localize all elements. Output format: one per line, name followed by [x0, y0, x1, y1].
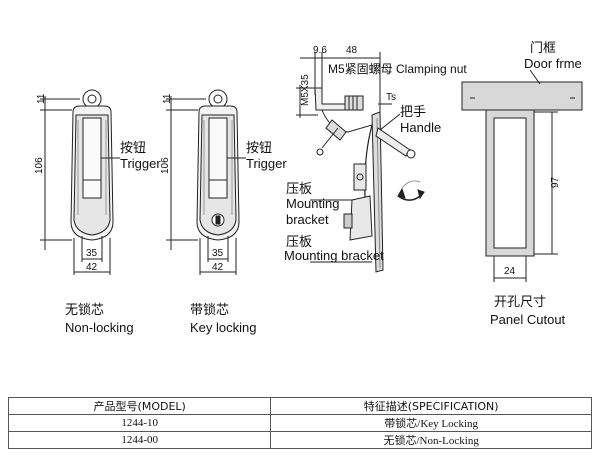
- handle: [375, 127, 411, 157]
- dim-height-106: 106: [34, 157, 45, 174]
- bracket1-label-en: Mounting: [286, 196, 339, 211]
- bracket2-label-en: Mounting bracket: [284, 248, 384, 263]
- panel-cutout-view: [461, 69, 583, 282]
- side-view: [296, 52, 425, 273]
- dim-height-106: 106: [160, 157, 171, 174]
- cutout-opening: [493, 117, 527, 249]
- mounting-bracket-1: [353, 163, 367, 191]
- trigger-label-en: Trigger: [246, 156, 287, 171]
- handle-label-cn: 把手: [400, 104, 426, 119]
- clamping-nut-label: M5紧固螺母 Clamping nut: [328, 62, 467, 76]
- door-frame: [461, 81, 583, 111]
- trigger-label-en: Trigger: [120, 156, 161, 171]
- dim-depth-48: 48: [346, 45, 358, 56]
- trigger-label-cn: 按钮: [246, 140, 272, 155]
- bracket1-label-en2: bracket: [286, 212, 329, 227]
- caption-non-locking-en: Non-locking: [65, 320, 134, 335]
- caption-key-locking-en: Key locking: [190, 320, 256, 335]
- bracket-arm: [314, 87, 346, 111]
- thread-label: M5X35: [300, 74, 311, 106]
- caption-non-locking-cn: 无锁芯: [65, 302, 104, 317]
- dim-offset-9-6: 9.6: [313, 45, 327, 56]
- header-model: 产品型号(MODEL): [7, 397, 272, 415]
- cell-model: 1244-10: [7, 414, 272, 432]
- cell-model: 1244-00: [7, 431, 272, 449]
- dim-width-42: 42: [212, 262, 224, 273]
- technical-drawing: 11 106 35 42 按钮 Trigger 无锁芯 Non-locking …: [34, 40, 583, 335]
- ts-label: Ts: [386, 92, 396, 103]
- table-header-row: 产品型号(MODEL) 特征描述(SPECIFICATION): [7, 397, 592, 415]
- header-specification: 特征描述(SPECIFICATION): [270, 397, 592, 415]
- dim-cutout-height-97: 97: [550, 176, 561, 188]
- dim-top-11: 11: [36, 93, 47, 104]
- clamping-nut: [344, 95, 364, 111]
- dim-cutout-width-24: 24: [504, 266, 516, 277]
- caption-key-locking-cn: 带锁芯: [190, 302, 229, 317]
- table-row: 1244-10 带锁芯/Key Locking: [7, 414, 592, 432]
- trigger-button: [82, 117, 102, 199]
- mounting-bracket-2: [349, 195, 373, 241]
- bracket2-label-cn: 压板: [286, 234, 312, 249]
- door-frame-label-cn: 门框: [530, 40, 556, 55]
- cutout-caption-cn: 开孔尺寸: [494, 294, 546, 309]
- hinge-eye: [208, 89, 228, 109]
- dim-inner-width-35: 35: [86, 248, 98, 259]
- specification-table: 产品型号(MODEL) 特征描述(SPECIFICATION) 1244-10 …: [7, 397, 592, 449]
- cell-specification: 无锁芯/Non-Locking: [270, 431, 592, 449]
- trigger-label-cn: 按钮: [120, 140, 146, 155]
- door-panel: [371, 111, 384, 273]
- non-locking-view: [40, 89, 120, 275]
- cell-specification: 带锁芯/Key Locking: [270, 414, 592, 432]
- dim-inner-width-35: 35: [212, 248, 224, 259]
- handle-label-en: Handle: [400, 120, 441, 135]
- trigger-button: [208, 117, 228, 199]
- dim-top-11: 11: [162, 93, 173, 104]
- bracket1-label-cn: 压板: [286, 181, 312, 196]
- dim-width-42: 42: [86, 262, 98, 273]
- cutout-caption-en: Panel Cutout: [490, 312, 566, 327]
- door-frame-label-en: Door frme: [524, 56, 582, 71]
- table-row: 1244-00 无锁芯/Non-Locking: [7, 431, 592, 449]
- hinge-eye: [82, 89, 102, 109]
- key-locking-view: [166, 89, 246, 275]
